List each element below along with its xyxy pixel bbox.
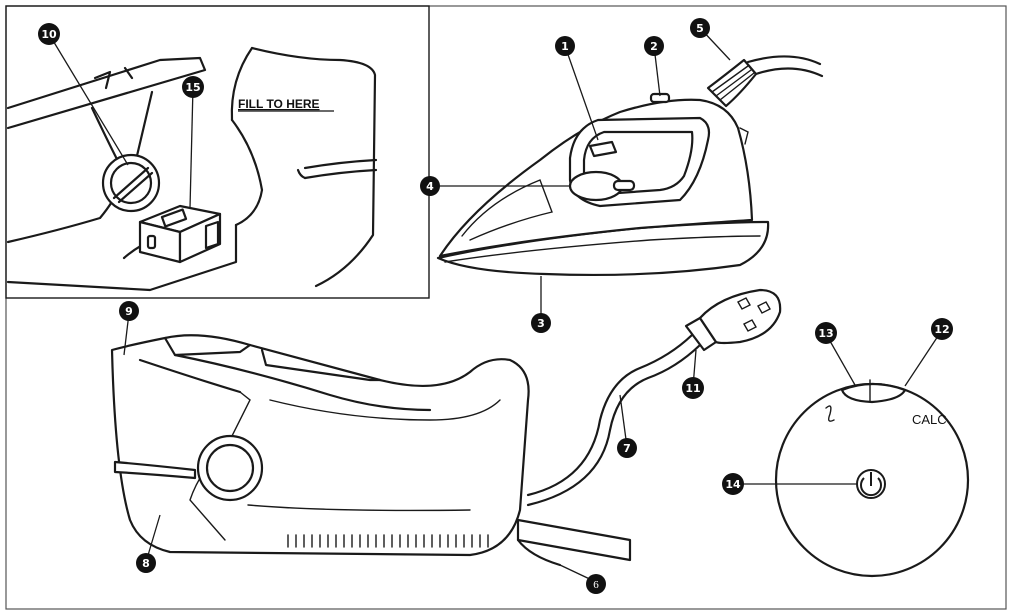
base-body [110,334,530,557]
iron-side-view [436,55,824,277]
svg-text:3: 3 [537,317,545,330]
side-light-bar [113,460,197,480]
callout-5: 5 [690,18,710,38]
callout-4: 4 [420,176,440,196]
svg-text:9: 9 [125,305,133,318]
fill-cap [101,153,161,213]
svg-text:7: 7 [623,442,631,455]
callout-10: 10 [38,23,60,45]
svg-text:11: 11 [685,382,700,395]
callout-3: 3 [531,313,551,333]
inset-frame [5,5,430,299]
callout-8: 8 [136,553,156,573]
calc-selector [138,204,222,264]
plug [698,288,782,345]
callout-13: 13 [815,322,837,344]
base-unit [110,334,632,567]
svg-text:10: 10 [41,28,57,41]
svg-text:6: 6 [593,579,599,591]
callout-9: 9 [119,301,139,321]
callout-14: 14 [722,473,744,495]
socket [196,434,264,502]
svg-text:1: 1 [561,40,569,53]
calc-label: CALC [912,412,947,427]
power-button[interactable] [856,469,886,499]
callout-6: 6 [586,574,606,594]
power-cord [526,288,782,507]
svg-text:2: 2 [650,40,658,53]
svg-text:13: 13 [818,327,833,340]
hose [516,518,632,562]
vent-grille [287,534,489,548]
svg-text:12: 12 [934,323,949,336]
callout-15: 15 [182,76,204,98]
svg-text:5: 5 [696,22,704,35]
control-panel: CALC [774,379,970,578]
outer-frame [5,5,1007,610]
callout-7: 7 [617,438,637,458]
fill-to-here-label: FILL TO HERE [238,97,320,111]
callout-11: 11 [682,377,704,399]
cord-guard [706,55,824,108]
svg-text:14: 14 [725,478,741,491]
inset-detail: FILL TO HERE [5,5,430,299]
steam-icon [825,405,835,422]
power-icon [860,477,882,497]
steam-dial [568,170,636,202]
callout-2: 2 [644,36,664,56]
callout-12: 12 [931,318,953,340]
svg-text:4: 4 [426,180,434,193]
svg-text:8: 8 [142,557,150,570]
svg-text:15: 15 [185,81,200,94]
callout-1: 1 [555,36,575,56]
